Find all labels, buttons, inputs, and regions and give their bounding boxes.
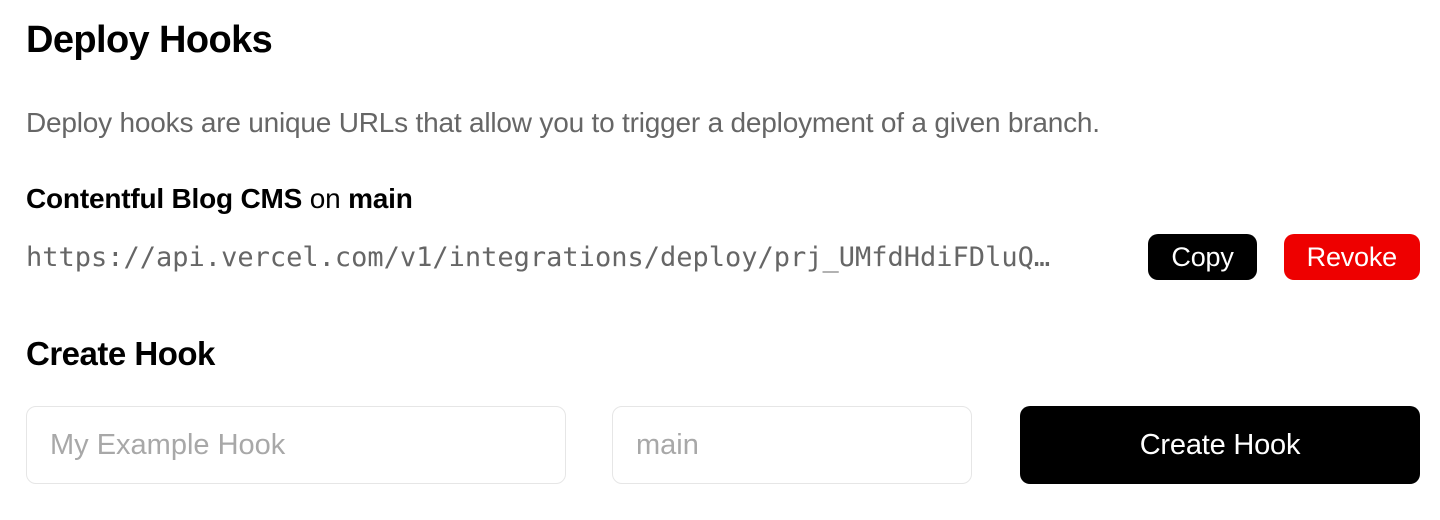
- deploy-hook-item: Contentful Blog CMS on main https://api.…: [26, 182, 1420, 280]
- page-title: Deploy Hooks: [26, 19, 273, 61]
- hook-name-project: Contentful Blog CMS: [26, 183, 303, 214]
- hook-name-input[interactable]: [26, 406, 566, 484]
- hook-name-connector: on: [309, 183, 341, 214]
- branch-input[interactable]: [612, 406, 972, 484]
- revoke-button[interactable]: Revoke: [1283, 234, 1420, 280]
- page-description: Deploy hooks are unique URLs that allow …: [26, 107, 1100, 138]
- create-hook-button[interactable]: Create Hook: [1020, 406, 1420, 484]
- hook-name-line: Contentful Blog CMS on main: [26, 182, 1420, 216]
- create-hook-form: Create Hook: [26, 406, 1420, 484]
- create-hook-title: Create Hook: [26, 335, 215, 372]
- hook-url: https://api.vercel.com/v1/integrations/d…: [26, 241, 1051, 273]
- copy-button[interactable]: Copy: [1148, 234, 1257, 280]
- hook-name-branch: main: [348, 183, 413, 214]
- hook-url-row: https://api.vercel.com/v1/integrations/d…: [26, 234, 1420, 280]
